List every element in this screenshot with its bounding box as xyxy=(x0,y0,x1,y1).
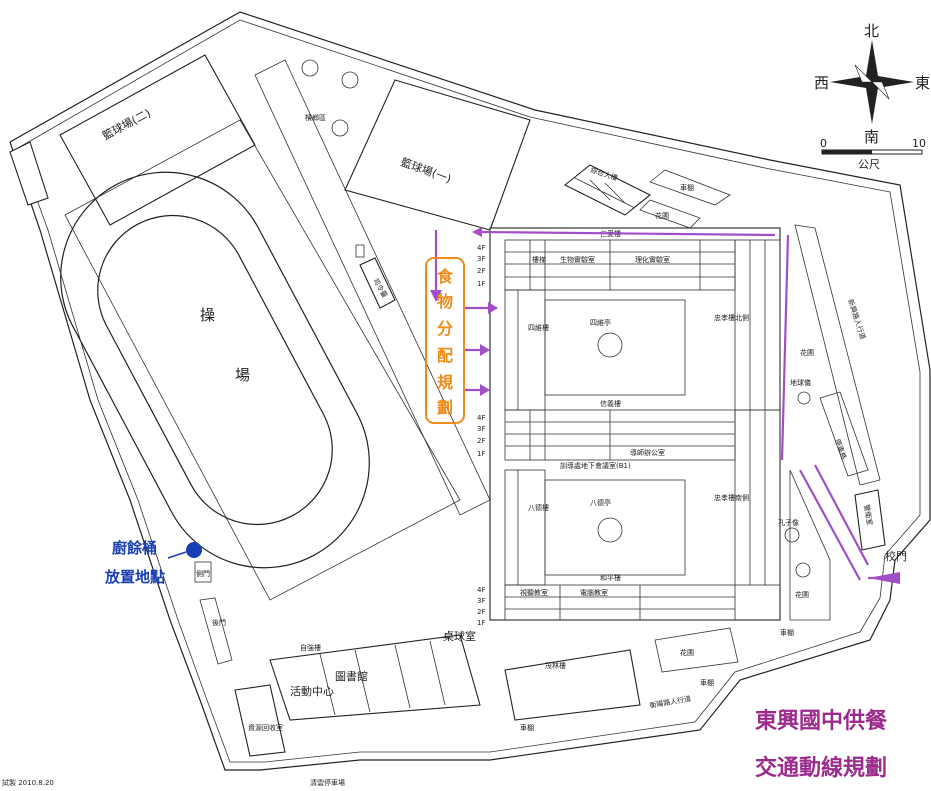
track-label-2: 場 xyxy=(235,366,250,384)
title-line-1: 東興國中供餐 xyxy=(755,708,888,734)
route-gate-diagonal xyxy=(799,469,861,581)
food-arrow-2 xyxy=(480,344,490,356)
compass-north: 北 xyxy=(864,22,879,40)
floor-bot-3f: 3F xyxy=(477,597,485,605)
food-char-3: 分 xyxy=(437,319,453,338)
main-complex: 生物實驗室 理化實驗室 樓梯 仁愛樓 4F 3F 2F 1F 四維樓 四維亭 忠… xyxy=(477,227,781,627)
food-char-5: 規 xyxy=(437,373,453,392)
campus-boundary xyxy=(9,11,931,771)
bin-label-1: 廚餘桶 xyxy=(112,539,157,557)
betel-area: 檳榔區 xyxy=(301,59,359,137)
shed-bottom-2-label: 車棚 xyxy=(700,678,714,687)
parking-right-label: 停車格 xyxy=(833,438,849,461)
shed-bottom-3-label: 車棚 xyxy=(520,723,534,732)
left-small-building xyxy=(9,141,49,206)
shed-top-label: 車棚 xyxy=(680,183,694,192)
chem-lab-label: 理化實驗室 xyxy=(635,255,670,264)
office-label: 導師辦公室 xyxy=(630,448,665,457)
computer-label: 電腦教室 xyxy=(580,588,608,597)
food-char-2: 物 xyxy=(437,292,453,311)
compass: 北 南 東 西 xyxy=(814,22,930,146)
sidewalk-right-label: 新興路人行道 xyxy=(846,298,868,341)
floor-mid-2f: 2F xyxy=(477,437,485,445)
food-char-1: 食 xyxy=(436,267,454,286)
betel-area-label: 檳榔區 xyxy=(305,113,326,122)
compass-star-icon xyxy=(865,40,879,82)
scale-bar: 0 10 公尺 xyxy=(820,137,926,171)
bin-marker xyxy=(186,542,202,558)
confucius-label: 孔子像 xyxy=(778,518,799,527)
floor-top-2f: 2F xyxy=(477,267,485,275)
delivery-routes xyxy=(430,227,900,584)
zhongxiao-south-label: 忠孝樓南側 xyxy=(714,493,749,502)
sidewalk-bottom-label: 衡陽路人行道 xyxy=(649,694,692,710)
basketball-court-2: 籃球場(二) xyxy=(59,54,256,226)
table-tennis-label: 桌球室 xyxy=(443,629,476,643)
title-line-2: 交通動線規劃 xyxy=(755,755,887,781)
activity-center-label: 活動中心 xyxy=(290,684,334,698)
bade-building-label: 八德樓 xyxy=(528,503,549,512)
floor-top-3f: 3F xyxy=(477,255,485,263)
compass-south: 南 xyxy=(864,128,879,146)
garden-bottom-label: 花圃 xyxy=(680,648,694,657)
gate-label: 校門 xyxy=(885,549,907,563)
bin-location: 廚餘桶 放置地點 xyxy=(104,539,202,586)
compass-west: 西 xyxy=(814,74,829,92)
integrated-building: 綜合大樓 車棚 花圃 xyxy=(563,164,731,229)
track: 操 場 xyxy=(60,119,461,601)
food-char-6: 劃 xyxy=(437,398,453,417)
garden-right-label: 花圃 xyxy=(800,348,814,357)
bin-label-2: 放置地點 xyxy=(104,568,165,586)
right-side: 花圃 地球儀 停車格 警衛室 新興路人行道 孔子像 花圃 校門 xyxy=(778,224,907,621)
library-label: 圖書館 xyxy=(335,669,368,683)
compass-east: 東 xyxy=(915,74,930,92)
xinyi-building-label: 信義樓 xyxy=(600,399,621,408)
floor-mid-3f: 3F xyxy=(477,425,485,433)
route-top xyxy=(479,230,776,237)
globe-label: 地球儀 xyxy=(790,378,811,387)
parking-bottom-label: 清雲停車場 xyxy=(310,778,345,787)
heping-building-label: 和平樓 xyxy=(600,573,621,582)
scale-end: 10 xyxy=(912,137,926,150)
zhongxiao-north-label: 忠孝樓北側 xyxy=(714,313,749,322)
guidance-label: 訓導處地下會議室(B1) xyxy=(560,461,631,470)
credit-text: 試製 2010.8.20 xyxy=(2,778,54,787)
side-gate-label: 後門 xyxy=(212,618,226,627)
floor-mid-1f: 1F xyxy=(477,450,485,458)
garden-top-label: 花圃 xyxy=(655,211,669,220)
food-arrow-1 xyxy=(488,302,498,314)
recycling-label: 資源回收室 xyxy=(248,723,283,732)
guard-room-label: 警衛室 xyxy=(862,504,875,526)
audio-label: 視聽教室 xyxy=(520,588,548,597)
shed-bottom-1-label: 車棚 xyxy=(780,628,794,637)
floor-top-4f: 4F xyxy=(477,244,485,252)
floor-bot-4f: 4F xyxy=(477,586,485,594)
podium: 司令臺 xyxy=(355,244,396,309)
garden-gate-label: 花圃 xyxy=(795,590,809,599)
floor-bot-2f: 2F xyxy=(477,608,485,616)
ziqiang-label: 自強樓 xyxy=(300,643,321,652)
map-title: 東興國中供餐 交通動線規劃 xyxy=(755,708,888,781)
sidegate-small-label: 側門 xyxy=(196,569,210,578)
food-char-4: 配 xyxy=(437,346,453,365)
siwei-building-label: 四維樓 xyxy=(528,323,549,332)
track-label-1: 操 xyxy=(200,306,215,324)
bio-lab-label: 生物實驗室 xyxy=(560,255,595,264)
floor-mid-4f: 4F xyxy=(477,414,485,422)
floor-top-1f: 1F xyxy=(477,280,485,288)
floor-bot-1f: 1F xyxy=(477,619,485,627)
route-right-vertical xyxy=(780,234,790,461)
food-distribution-box: 食 物 分 配 規 劃 xyxy=(425,257,465,424)
basketball-court-1: 籃球場(一) xyxy=(344,79,531,231)
scale-unit: 公尺 xyxy=(858,158,880,171)
maoshi-label: 茂林樓 xyxy=(545,661,566,670)
scale-zero: 0 xyxy=(820,137,827,150)
eight-virtue-pavilion-label: 八德亭 xyxy=(590,498,611,507)
food-arrow-3 xyxy=(480,384,490,396)
stair-top-label: 樓梯 xyxy=(532,255,546,264)
four-dim-pavilion-label: 四維亭 xyxy=(590,318,611,327)
